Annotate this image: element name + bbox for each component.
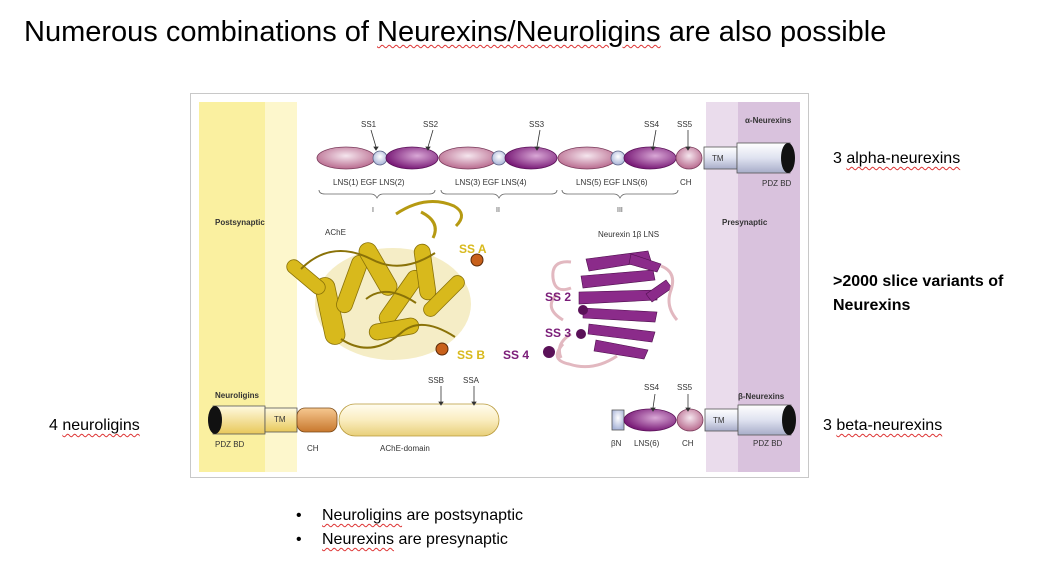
neuroligins-label: Neuroligins: [215, 391, 260, 400]
beta-neurexin-label: β-Neurexins: [738, 392, 785, 401]
figure-svg: Postsynaptic Presynaptic TM α-Neurexins …: [199, 102, 800, 472]
ache-domain-label: AChE-domain: [380, 444, 430, 453]
neuroligin-domains: [208, 403, 500, 437]
neurexin-neuroligin-figure: Postsynaptic Presynaptic TM α-Neurexins …: [190, 93, 809, 478]
pdz-cap: [781, 143, 795, 173]
neurexin-lns-label: Neurexin 1β LNS: [598, 230, 659, 239]
ss-2-label: SS 2: [545, 290, 571, 304]
splice-variants-note: >2000 slice variants of Neurexins: [833, 273, 1004, 314]
lns6-label-beta: LNS(6): [634, 439, 660, 448]
ss1-label: SS1: [361, 120, 377, 129]
beta-neurexin-domains: [611, 404, 796, 436]
ss-4-label: SS 4: [503, 348, 529, 362]
bullet-dot: •: [296, 507, 302, 524]
ch-label-beta: CH: [682, 439, 694, 448]
tm-label-beta: TM: [713, 416, 725, 425]
lns1-label: LNS(1) EGF LNS(2): [333, 178, 405, 187]
ss5-label: SS5: [677, 120, 693, 129]
tm-label-alpha: TM: [712, 154, 724, 163]
ch-label-nlgn: CH: [307, 444, 319, 453]
pdz-label-alpha: PDZ BD: [762, 179, 792, 188]
title-text-end: are also possible: [660, 16, 887, 48]
neuroligins-note: 4 neuroligins: [49, 417, 140, 434]
slide-title: Numerous combinations of Neurexins/Neuro…: [24, 16, 886, 49]
lns3-label: LNS(3) EGF LNS(4): [455, 178, 527, 187]
ss5-label-beta: SS5: [677, 383, 693, 392]
egf-domain-1: [372, 150, 388, 166]
ssb-label: SSB: [428, 376, 444, 385]
ss4-label: SS4: [644, 120, 660, 129]
egf-domain-2: [491, 150, 507, 166]
roman-2: II: [496, 207, 500, 214]
postsynaptic-label: Postsynaptic: [215, 218, 265, 227]
alpha-neurexins-note: 3 alpha-neurexins: [833, 150, 961, 167]
nlgn-ss-arrows: [438, 386, 477, 406]
ss4-label-beta: SS4: [644, 383, 660, 392]
domain-braces: [318, 189, 679, 199]
pdz-label-beta: PDZ BD: [753, 439, 783, 448]
title-term: Neurexins/Neuroligins: [377, 16, 661, 48]
ssa-label: SSA: [463, 376, 480, 385]
lns3-domain: [438, 146, 498, 170]
bullet-item: •Neuroligins are postsynaptic: [296, 507, 523, 524]
alpha-neurexin-label: α-Neurexins: [745, 116, 792, 125]
ss-a-label: SS A: [459, 242, 487, 256]
presynaptic-label: Presynaptic: [722, 218, 768, 227]
bullet-dot: •: [296, 531, 302, 548]
bn-label: βN: [611, 439, 622, 448]
ch-domain: [675, 146, 703, 170]
lns5-domain: [557, 146, 617, 170]
roman-3: III: [617, 207, 623, 214]
ache-structure: [286, 200, 484, 360]
ss-b-label: SS B: [457, 348, 485, 362]
tm-label-nlgn: TM: [274, 415, 286, 424]
ss3-label: SS3: [529, 120, 545, 129]
lns1-domain: [316, 146, 376, 170]
lns4-domain: [504, 146, 558, 170]
alpha-ss-arrows: [370, 129, 691, 151]
beta-ss-arrows: [650, 393, 691, 412]
neurexin-lns-structure: [543, 250, 679, 369]
roman-1: I: [372, 207, 374, 214]
lns5-label: LNS(5) EGF LNS(6): [576, 178, 648, 187]
lns6-domain: [623, 146, 677, 170]
ache-label: AChE: [325, 228, 346, 237]
alpha-neurexin-domains: [316, 142, 795, 174]
ss-3-label: SS 3: [545, 326, 571, 340]
pdz-label-nlgn: PDZ BD: [215, 440, 245, 449]
ss2-label: SS2: [423, 120, 439, 129]
bullet-item: •Neurexins are presynaptic: [296, 531, 508, 548]
title-text: Numerous combinations of: [24, 16, 377, 48]
lns2-domain: [385, 146, 439, 170]
ch-label-alpha: CH: [680, 178, 692, 187]
egf-domain-3: [610, 150, 626, 166]
beta-neurexins-note: 3 beta-neurexins: [823, 417, 943, 434]
bullet-list: •Neuroligins are postsynaptic •Neurexins…: [296, 507, 523, 555]
